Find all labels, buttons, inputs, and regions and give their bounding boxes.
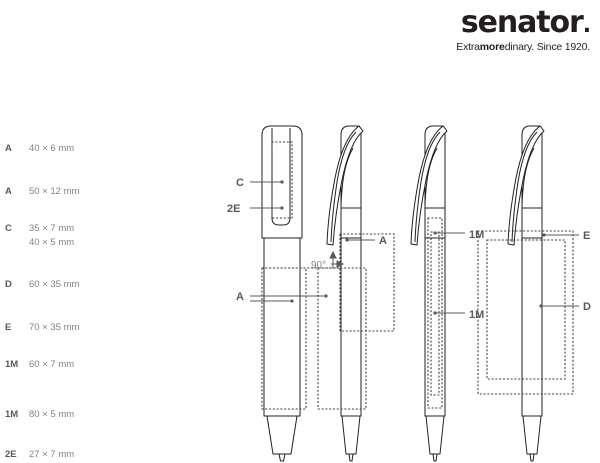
legend-row: D 60 × 35 mm bbox=[0, 279, 145, 293]
legend-size: 27 × 7 mm bbox=[29, 449, 75, 460]
pen2-cone bbox=[341, 415, 361, 455]
pen-area-view bbox=[477, 125, 574, 462]
legend-code: A bbox=[5, 186, 12, 197]
callout-1m-bottom-label: 1M bbox=[469, 309, 484, 321]
brand-tagline: Extramoredinary. Since 1920. bbox=[456, 42, 590, 53]
callout-c-dot bbox=[280, 180, 284, 184]
legend-row: 1M 60 × 7 mm bbox=[0, 359, 145, 373]
pen-side-view bbox=[317, 125, 395, 462]
legend-row: C 35 × 7 mm 40 × 5 mm bbox=[0, 223, 145, 248]
callout-e: E bbox=[542, 230, 590, 242]
legend-size: 60 × 7 mm bbox=[29, 359, 75, 370]
legend-size-alt: 40 × 5 mm bbox=[29, 237, 75, 248]
legend-size: 50 × 12 mm bbox=[29, 186, 80, 197]
callout-2e-label: 2E bbox=[227, 203, 240, 215]
callout-e-label: E bbox=[583, 230, 590, 242]
legend-size: 40 × 6 mm bbox=[29, 143, 75, 154]
legend-code: D bbox=[5, 279, 12, 290]
callout-d-label: D bbox=[583, 301, 591, 313]
print-area-a-front bbox=[261, 267, 307, 410]
pen3-nib bbox=[432, 453, 438, 462]
pen4-nib bbox=[529, 453, 535, 462]
pen2-clip-contour bbox=[340, 147, 361, 209]
pen2-clip-inner bbox=[330, 131, 357, 243]
pen3-clip-inner bbox=[414, 131, 441, 243]
callout-d: D bbox=[539, 301, 591, 313]
legend-code: A bbox=[5, 143, 12, 154]
pen2-clip-outer bbox=[326, 125, 364, 246]
legend-row: 1M 80 × 5 mm bbox=[0, 409, 145, 423]
callout-c: C bbox=[236, 177, 284, 189]
brand-dot: . bbox=[582, 13, 591, 38]
pen3-cone bbox=[425, 415, 445, 455]
legend-code: 1M bbox=[5, 359, 19, 370]
pen-front-view bbox=[261, 125, 341, 462]
tagline-post: dinary. Since 1920. bbox=[504, 41, 591, 53]
callout-1m-bottom: 1M bbox=[433, 309, 484, 321]
pen4-clip-outer bbox=[507, 125, 545, 246]
brand-name: senator bbox=[460, 5, 584, 40]
legend-row: A 40 × 6 mm bbox=[0, 143, 145, 157]
legend-size: 60 × 35 mm bbox=[29, 279, 80, 290]
print-area-e bbox=[477, 230, 574, 395]
callout-c-label: C bbox=[236, 177, 244, 189]
pen2-barrel bbox=[340, 237, 362, 417]
legend-code: 2E bbox=[5, 449, 17, 460]
callout-1m-top-dot bbox=[433, 231, 437, 235]
callout-e-dot bbox=[542, 233, 546, 237]
callout-a-front-dot bbox=[324, 294, 328, 298]
callout-a-side-dot bbox=[345, 238, 349, 242]
legend-row: A 50 × 12 mm bbox=[0, 186, 145, 200]
pen2-nib bbox=[348, 453, 354, 462]
legend-code: 1M bbox=[5, 409, 19, 420]
callout-d-dot bbox=[539, 304, 543, 308]
pen1-barrel bbox=[263, 237, 301, 417]
angle-annotation: 90° bbox=[311, 250, 345, 271]
print-area-a-side bbox=[339, 233, 395, 332]
pen1-clip-front bbox=[271, 128, 291, 226]
legend-size: 70 × 35 mm bbox=[29, 322, 80, 333]
legend-size: 35 × 7 mm bbox=[29, 223, 75, 234]
pen4-barrel bbox=[521, 237, 543, 417]
print-area-c bbox=[271, 141, 293, 219]
callout-a-side-label: A bbox=[379, 235, 387, 247]
pen3-clip-contour bbox=[424, 147, 445, 209]
print-area-1m-a bbox=[427, 217, 443, 409]
tagline-pre: Extra bbox=[456, 41, 480, 53]
callout-a-side: A bbox=[345, 235, 387, 247]
print-area-d bbox=[486, 239, 566, 380]
pen4-clip-inner bbox=[511, 131, 538, 243]
legend-size: 80 × 5 mm bbox=[29, 409, 75, 420]
callout-a-front-label: A bbox=[236, 291, 244, 303]
pen-stripe-view bbox=[410, 125, 448, 462]
legend-code: C bbox=[5, 223, 12, 234]
angle-label: 90° bbox=[311, 260, 326, 271]
brand-wordmark: senator. bbox=[456, 5, 591, 40]
pen4-clip-contour bbox=[521, 147, 542, 209]
tagline-bold: more bbox=[479, 41, 505, 53]
callout-2e: 2E bbox=[227, 203, 284, 215]
legend-row: 2E 27 × 7 mm bbox=[0, 449, 145, 463]
pen4-cone bbox=[522, 415, 542, 455]
print-area-a-side2 bbox=[317, 267, 367, 410]
brand-logo: senator. Extramoredinary. Since 1920. bbox=[456, 5, 591, 53]
pen1-nib bbox=[278, 453, 286, 462]
callout-2e-dot bbox=[280, 206, 284, 210]
callout-1m-top-label: 1M bbox=[469, 229, 484, 241]
legend-code: E bbox=[5, 322, 12, 333]
pen3-clip-outer bbox=[410, 125, 448, 246]
callout-1m-top: 1M bbox=[433, 229, 484, 241]
callout-1m-bottom-dot bbox=[433, 311, 437, 315]
callout-a-front: A bbox=[236, 291, 328, 303]
legend-row: E 70 × 35 mm bbox=[0, 322, 145, 336]
callout-a-front-dot2 bbox=[290, 299, 294, 303]
pen1-cone bbox=[266, 415, 298, 455]
